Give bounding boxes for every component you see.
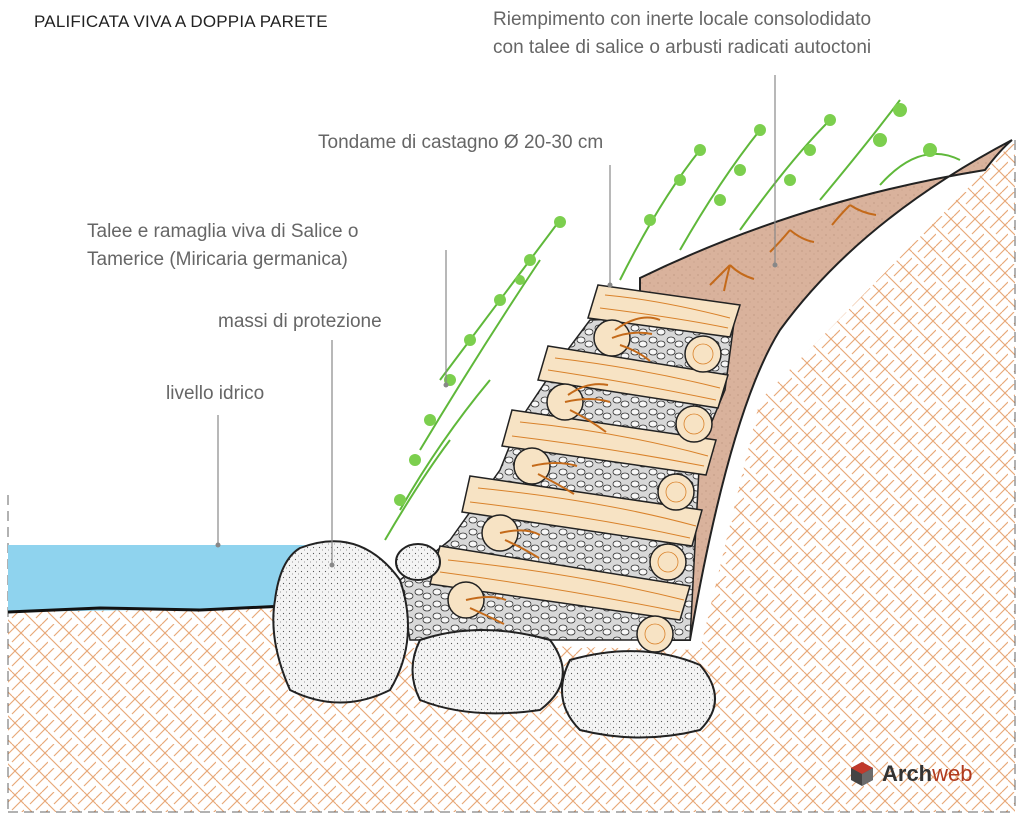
backfill (639, 139, 1013, 641)
roots (465, 204, 877, 625)
ground (8, 140, 1015, 812)
boulders (272, 540, 716, 739)
label-massi: massi di protezione (218, 311, 382, 332)
label-talee-line1: Talee e ramaglia viva di Salice o (87, 221, 359, 242)
logo-text-web: web (932, 761, 973, 786)
logo-text-arch: Arch (882, 761, 933, 786)
label-talee-line2: Tamerice (Miricaria germanica) (87, 249, 348, 270)
diagram-title: PALIFICATA VIVA A DOPPIA PARETE (34, 12, 328, 31)
label-livello-idrico: livello idrico (166, 383, 265, 404)
cube-icon (851, 762, 873, 786)
label-riempimento-line2: con talee di salice o arbusti radicati a… (493, 37, 872, 58)
water (8, 545, 320, 612)
label-riempimento-line1: Riempimento con inerte locale consolodid… (493, 9, 872, 30)
label-tondame: Tondame di castagno Ø 20-30 cm (318, 132, 604, 153)
